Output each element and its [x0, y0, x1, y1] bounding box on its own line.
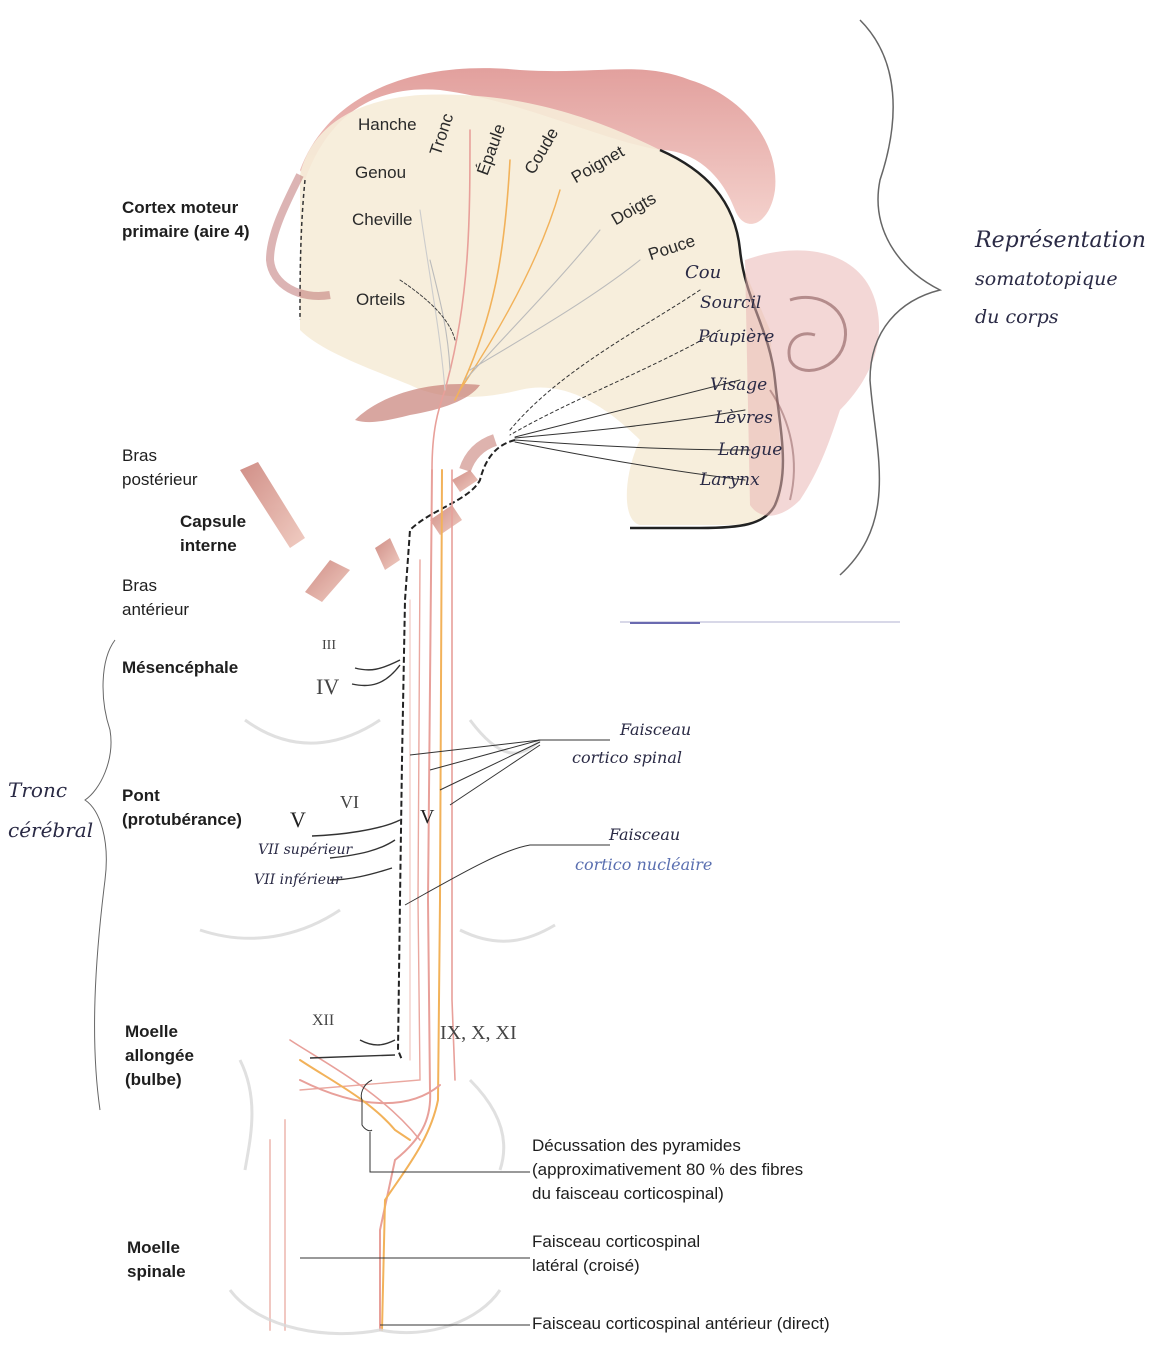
map-orteils: Orteils — [356, 290, 405, 310]
nerve-IX-X-XI: IX, X, XI — [440, 1022, 517, 1045]
decussation-callout: Décussation des pyramides (approximative… — [532, 1134, 803, 1206]
nerve-VII-inf: VII inférieur — [254, 872, 342, 888]
cortico-spinal-note: Faisceau cortico spinal — [572, 716, 691, 772]
mesencephale-label: Mésencéphale — [122, 656, 238, 680]
descending-tracts — [270, 470, 455, 1330]
somatotopy-note: Représentation somatotopique du corps — [975, 222, 1146, 336]
nerve-IV: IV — [316, 674, 339, 700]
cortico-nucleaire-note: Faisceau cortico nucléaire — [575, 820, 712, 880]
moelle-spinale-label: Moelle spinale — [127, 1236, 186, 1284]
tronc-cerebral-note: Tronc cérébral — [8, 770, 93, 850]
annotation-lines — [85, 640, 610, 1325]
face-map-paupiere: Paupière — [698, 327, 774, 347]
face-map-langue: Langue — [718, 440, 782, 460]
nerve-VI: VI — [340, 792, 359, 813]
face-map-cou: Cou — [685, 262, 721, 283]
anterior-tract-callout: Faisceau corticospinal antérieur (direct… — [532, 1312, 830, 1336]
lateral-tract-callout: Faisceau corticospinal latéral (croisé) — [532, 1230, 700, 1278]
capsule-interne-label: Capsule interne — [180, 510, 246, 558]
nerve-VII-sup: VII supérieur — [258, 842, 352, 858]
nerve-XII: XII — [312, 1012, 334, 1030]
nerve-V-right: V — [420, 806, 434, 829]
nerve-III: III — [322, 638, 336, 654]
moelle-allongee-label: Moelle allongée (bulbe) — [125, 1020, 194, 1092]
map-hanche: Hanche — [358, 115, 417, 135]
face-map-sourcil: Sourcil — [700, 293, 761, 313]
face-map-larynx: Larynx — [700, 470, 760, 490]
map-genou: Genou — [355, 163, 406, 183]
pont-label: Pont (protubérance) — [122, 784, 242, 832]
bras-posterieur-label: Bras postérieur — [122, 444, 198, 492]
face-map-levres: Lèvres — [715, 408, 773, 428]
face-map-visage: Visage — [710, 375, 767, 395]
bras-anterieur-label: Bras antérieur — [122, 574, 189, 622]
cranial-nerve-arrows — [310, 660, 400, 1058]
map-cheville: Cheville — [352, 210, 412, 230]
cortex-title: Cortex moteur primaire (aire 4) — [122, 196, 250, 244]
nerve-V-left: V — [290, 807, 306, 833]
